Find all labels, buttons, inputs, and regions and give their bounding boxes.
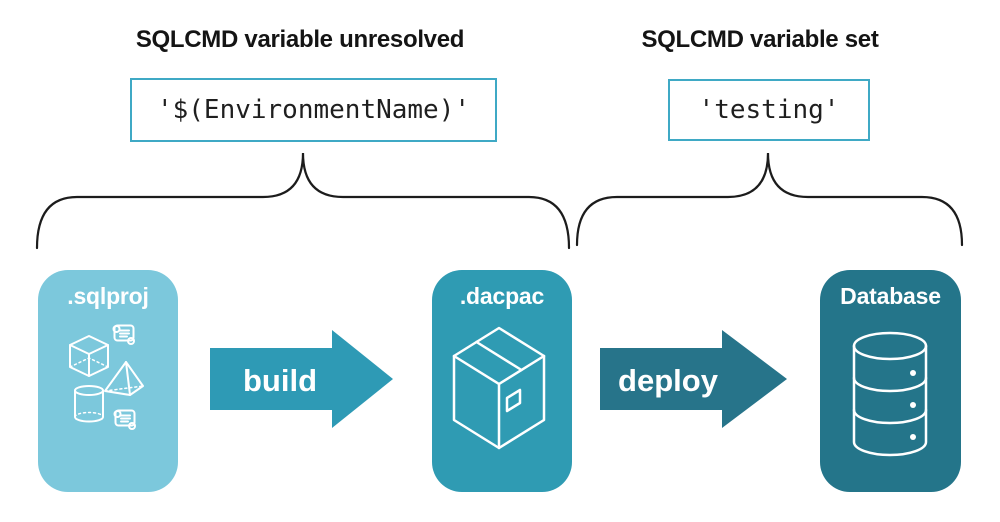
cylinder-icon	[74, 385, 104, 423]
node-dacpac-label: .dacpac	[459, 283, 545, 309]
deploy-arrow-label: deploy	[618, 363, 719, 398]
code-value-set: 'testing'	[698, 95, 840, 125]
heading-sqlcmd-set: SQLCMD variable set	[641, 26, 879, 53]
node-dacpac: .dacpac	[432, 270, 572, 492]
code-box-unresolved: '$(EnvironmentName)'	[130, 78, 497, 142]
script-scroll-icon	[112, 324, 135, 345]
database-cylinder-icon	[852, 331, 928, 457]
heading-sqlcmd-unresolved: SQLCMD variable unresolved	[135, 26, 465, 53]
node-database: Database	[820, 270, 961, 492]
cube-icon	[69, 335, 109, 377]
package-box-icon	[452, 326, 546, 450]
node-database-label: Database	[840, 283, 941, 309]
pyramid-icon	[104, 361, 144, 396]
deploy-arrow-icon	[600, 330, 787, 428]
code-box-set: 'testing'	[668, 79, 870, 141]
node-sqlproj-label: .sqlproj	[67, 283, 149, 309]
node-sqlproj: .sqlproj	[38, 270, 178, 492]
code-value-unresolved: '$(EnvironmentName)'	[156, 95, 471, 125]
left-brace-icon	[35, 152, 571, 250]
build-arrow-label: build	[243, 363, 317, 398]
sql-objects-icon	[69, 324, 144, 430]
right-brace-icon	[575, 152, 964, 247]
build-arrow-icon	[210, 330, 393, 428]
script-scroll-icon	[113, 409, 136, 430]
